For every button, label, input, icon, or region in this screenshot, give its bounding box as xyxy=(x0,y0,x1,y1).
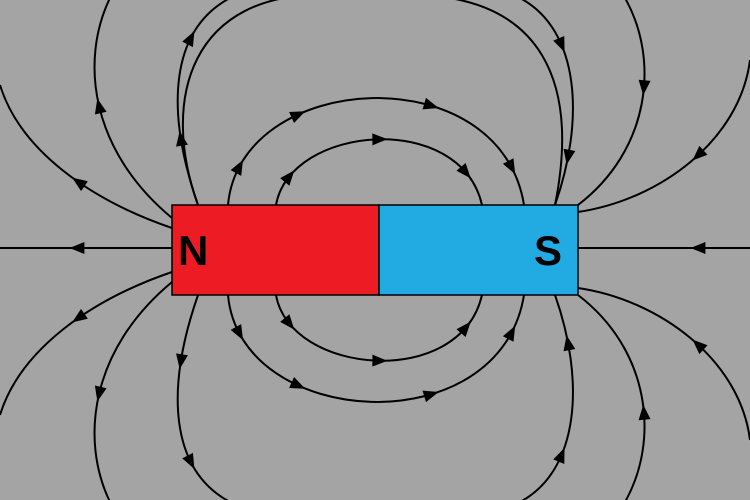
field-line-third-bottom-right-arrow-1 xyxy=(553,447,565,465)
field-line-third-top-left xyxy=(176,0,229,206)
field-line-fourth-bottom-right-arrow-1 xyxy=(638,404,651,421)
field-line-second-bottom-arrow-2 xyxy=(289,377,306,389)
field-line-fourth-bottom-right xyxy=(577,294,646,500)
field-line-fourth-top-right xyxy=(577,0,646,206)
field-line-axis-left-arrow-1 xyxy=(69,242,85,254)
field-line-inner-top-arrow-3 xyxy=(456,163,471,179)
field-line-third-top-right-arrow-2 xyxy=(563,148,576,165)
field-line-third-top-right-arrow-1 xyxy=(553,35,565,53)
field-line-second-top-arrow-4 xyxy=(502,158,516,175)
field-line-second-top xyxy=(227,97,525,206)
field-line-second-top-arrow-3 xyxy=(422,97,439,110)
field-line-third-bottom-left xyxy=(176,294,229,500)
field-line-second-bottom-arrow-3 xyxy=(422,390,439,403)
field-line-third-bottom-right-arrow-2 xyxy=(563,335,576,352)
field-line-second-bottom xyxy=(227,294,525,403)
field-line-inner-top-arrow-2 xyxy=(372,133,388,146)
field-line-third-bottom-left-arrow-2 xyxy=(182,452,195,469)
field-line-third-bottom-right xyxy=(521,294,574,500)
north-pole xyxy=(171,204,380,296)
south-pole-label: S xyxy=(534,227,562,274)
field-line-inner-top-arrow-1 xyxy=(280,170,295,186)
field-line-inner-bottom-arrow-3 xyxy=(456,321,471,337)
field-line-inner-bottom-arrow-1 xyxy=(280,314,295,330)
field-line-outer-bottom-right-arrow-1 xyxy=(692,339,708,355)
field-line-third-top-right xyxy=(521,0,574,206)
field-line-second-bottom-arrow-4 xyxy=(502,325,516,342)
field-line-fourth-top-left-arrow-1 xyxy=(94,98,107,115)
field-line-third-bottom-left-arrow-1 xyxy=(176,353,188,370)
field-line-outer-top-right-arrow-1 xyxy=(692,145,708,161)
field-line-second-top-arrow-1 xyxy=(230,159,244,176)
south-pole xyxy=(378,204,579,296)
bar-magnet: N S xyxy=(171,204,579,296)
field-line-outer-top-right xyxy=(577,59,750,213)
field-line-outer-top-left xyxy=(0,84,173,229)
field-line-inner-bottom-arrow-2 xyxy=(372,354,388,367)
north-pole-label: N xyxy=(178,227,208,274)
field-line-third-top-left-arrow-2 xyxy=(182,31,195,48)
field-line-fourth-top-right-arrow-1 xyxy=(638,79,651,96)
field-line-outer-bottom-right xyxy=(577,287,750,441)
field-line-axis-right-arrow-1 xyxy=(690,242,706,255)
field-line-outer-top-left-arrow-1 xyxy=(72,177,88,192)
field-line-second-top-arrow-2 xyxy=(289,111,306,123)
field-line-outer-bottom-left xyxy=(0,271,173,416)
field-line-second-bottom-arrow-1 xyxy=(230,324,244,341)
field-line-third-top-left-arrow-1 xyxy=(176,130,188,147)
field-line-outer-bottom-left-arrow-1 xyxy=(72,308,88,323)
field-line-fourth-bottom-left-arrow-1 xyxy=(94,385,107,402)
